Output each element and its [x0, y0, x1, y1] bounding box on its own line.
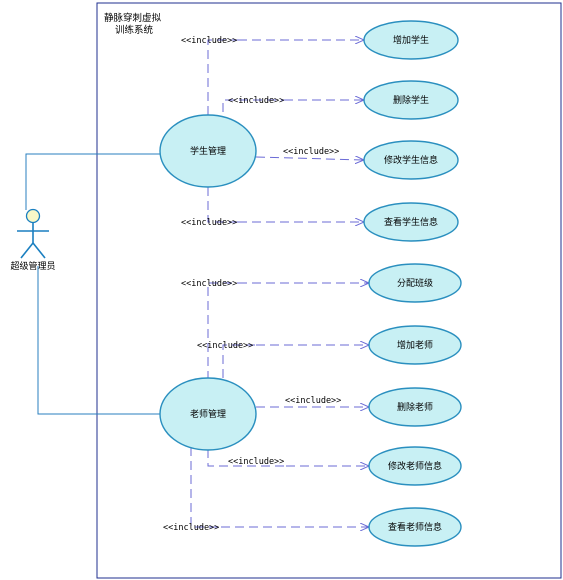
include-label: <<include>>	[181, 218, 237, 228]
usecase-label: 老师管理	[190, 408, 226, 420]
include-label: <<include>>	[181, 36, 237, 46]
actor-head-icon	[25, 208, 41, 224]
usecase-add-student[interactable]: 增加学生	[363, 20, 459, 60]
usecase-modify-student-info[interactable]: 修改学生信息	[363, 140, 459, 180]
include-label: <<include>>	[285, 396, 341, 406]
usecase-label: 学生管理	[190, 145, 226, 157]
actor-super-admin[interactable]: 超级管理员	[10, 208, 56, 273]
system-boundary	[96, 2, 562, 579]
usecase-label: 修改老师信息	[388, 460, 442, 472]
system-title-line1: 静脉穿刺虚拟	[104, 12, 162, 24]
include-label: <<include>>	[228, 96, 284, 106]
usecase-label: 增加老师	[397, 339, 433, 351]
usecase-label: 删除老师	[397, 401, 433, 413]
usecase-label: 分配班级	[397, 277, 433, 289]
include-teacher-modify: <<include>>	[207, 449, 369, 467]
usecase-delete-teacher[interactable]: 删除老师	[368, 387, 462, 427]
include-label: <<include>>	[197, 341, 253, 351]
usecase-teacher-management[interactable]: 老师管理	[159, 377, 257, 451]
include-label: <<include>>	[228, 457, 284, 467]
usecase-label: 删除学生	[393, 94, 429, 106]
usecase-student-management[interactable]: 学生管理	[159, 114, 257, 188]
association-teacher	[37, 266, 160, 415]
include-label: <<include>>	[181, 279, 237, 289]
include-label: <<include>>	[283, 147, 339, 157]
usecase-label: 查看老师信息	[388, 521, 442, 533]
usecase-view-student-info[interactable]: 查看学生信息	[363, 202, 459, 242]
include-teacher-add: <<include>>	[197, 341, 369, 378]
include-student-add: <<include>>	[181, 36, 364, 115]
usecase-assign-class[interactable]: 分配班级	[368, 263, 462, 303]
usecase-modify-teacher-info[interactable]: 修改老师信息	[368, 446, 462, 486]
usecase-view-teacher-info[interactable]: 查看老师信息	[368, 507, 462, 547]
usecase-add-teacher[interactable]: 增加老师	[368, 325, 462, 365]
include-teacher-assign-class: <<include>>	[181, 279, 369, 380]
usecase-delete-student[interactable]: 删除学生	[363, 80, 459, 120]
actor-label: 超级管理员	[10, 260, 55, 272]
usecase-label: 增加学生	[393, 34, 429, 46]
include-teacher-delete: <<include>>	[256, 396, 369, 407]
system-title-line2: 训练系统	[115, 24, 154, 36]
association-student	[25, 153, 160, 210]
include-label: <<include>>	[163, 523, 219, 533]
usecase-label: 查看学生信息	[384, 216, 438, 228]
usecase-label: 修改学生信息	[384, 154, 438, 166]
include-student-delete: <<include>>	[222, 96, 364, 112]
include-teacher-view: <<include>>	[163, 447, 369, 533]
include-student-modify: <<include>>	[255, 147, 364, 160]
include-student-view: <<include>>	[181, 187, 364, 228]
